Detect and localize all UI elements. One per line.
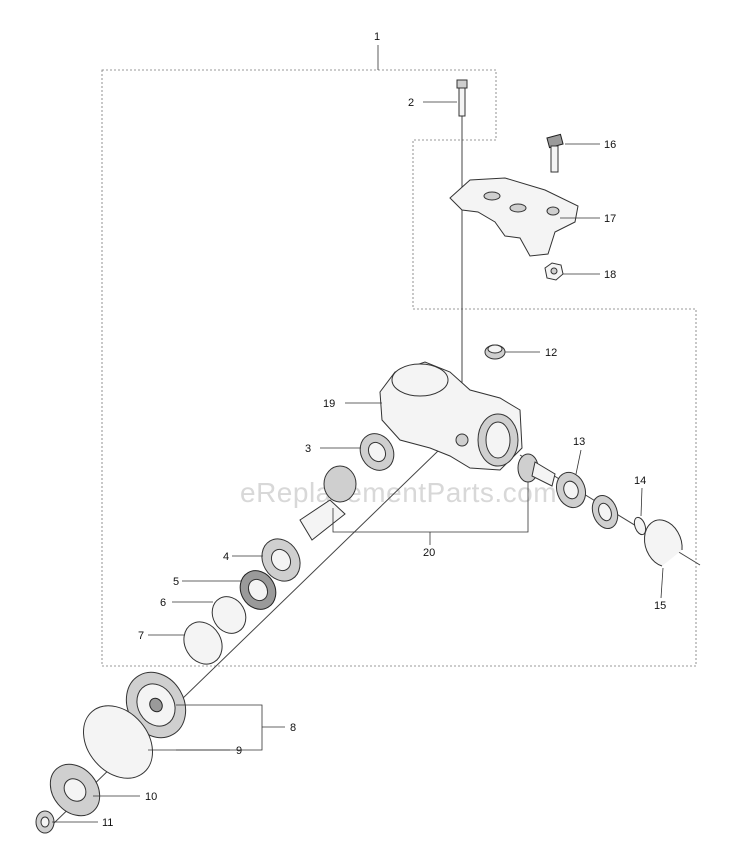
plug-part-12 [484,344,506,360]
callout-15: 15 [654,600,666,612]
callout-5: 5 [173,576,179,588]
shield-part-17 [449,177,579,257]
callout-18: 18 [604,269,616,281]
bearing-part-4 [261,538,301,582]
ring-part-7 [183,621,223,665]
leader-8 [176,704,263,751]
shield-slot [509,203,527,213]
washer-part-14 [633,516,647,536]
callout-4: 4 [223,551,229,563]
shield-slot [483,191,501,201]
callout-3: 3 [305,443,311,455]
callout-7: 7 [138,630,144,642]
leader-20 [332,482,529,533]
seal [591,495,619,529]
screw-part-2 [456,79,468,117]
callout-2: 2 [408,97,414,109]
callout-6: 6 [160,597,166,609]
snap-ring-part-6 [211,596,247,634]
nut-part-11 [35,810,55,834]
leader-14 [640,487,643,517]
callout-10: 10 [145,791,157,803]
callout-1: 1 [374,31,380,43]
shield-hole [546,206,560,216]
callout-16: 16 [604,139,616,151]
screw-part-16 [546,133,564,173]
bevel-gear-set-part-20 [299,453,556,541]
leader-15 [660,567,664,599]
washer-disc-part-9 [83,705,153,779]
bearing-part-13 [555,471,587,509]
gear-housing-part-19 [379,361,523,471]
callout-12: 12 [545,347,557,359]
callout-17: 17 [604,213,616,225]
callout-9: 9 [236,745,242,757]
callout-14: 14 [634,475,646,487]
callout-8: 8 [290,722,296,734]
leader-13 [575,449,582,475]
callout-11: 11 [102,817,113,829]
seal-part-5 [239,570,277,610]
callout-20: 20 [423,547,435,559]
callout-13: 13 [573,436,585,448]
bearing-part-3 [359,433,395,471]
drive-disc-part-8 [125,671,187,739]
watermark: eReplacementParts.com [240,477,558,508]
circlip-part-15 [644,519,683,567]
cup-washer-part-10 [49,763,101,817]
assembly-frame [101,69,697,667]
nut-part-18 [544,262,564,281]
callout-19: 19 [323,398,335,410]
